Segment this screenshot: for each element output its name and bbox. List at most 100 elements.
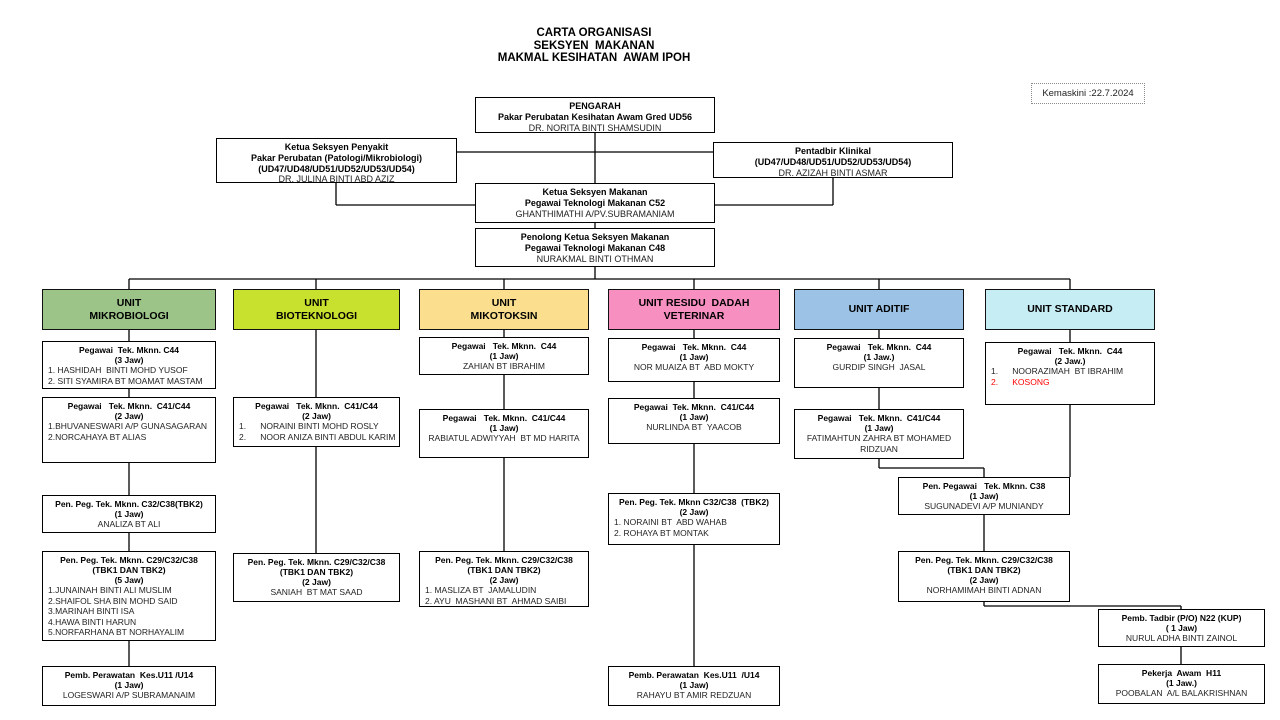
text-line: (1 Jaw) [679, 680, 709, 690]
text-line: UNIT [116, 296, 142, 309]
box-aditif-pegawai-c44: Pegawai Tek. Mknn. C44(1 Jaw.) GURDIP SI… [794, 338, 964, 388]
text-line: 1.BHUVANESWARI A/P GUNASAGARAN [48, 421, 208, 431]
text-line: NOR MUAIZA BT ABD MOKTY [633, 362, 755, 372]
text-line: (3 Jaw) [114, 355, 144, 365]
text-line: MAKMAL KESIHATAN AWAM IPOH [497, 52, 691, 64]
text-line: (2 Jaw) [679, 507, 709, 517]
text-line: 2.NORCAHAYA BT ALIAS [48, 431, 147, 442]
unit-header-aditif: UNIT ADITIF [794, 289, 964, 330]
box-pemb-tadbir: Pemb. Tadbir (P/O) N22 (KUP)( 1 Jaw) NUR… [1098, 609, 1265, 647]
box-head: Pekerja Awam H11(1 Jaw.) [1099, 668, 1264, 688]
text-line: Ketua Seksyen Penyakit [284, 142, 389, 152]
text-line: 1. HASHIDAH BINTI MOHD YUSOF [48, 365, 188, 375]
box-residu-pemb-perawatan: Pemb. Perawatan Kes.U11 /U14(1 Jaw) RAHA… [608, 666, 780, 706]
box-people: SUGUNADEVI A/P MUNIANDY [899, 501, 1069, 512]
text-line: 5.NORFARHANA BT NORHAYALIM [48, 627, 185, 637]
text-line: (TBK1 DAN TBK2) [467, 565, 541, 575]
box-people: ZAHIAN BT IBRAHIM [420, 361, 588, 372]
text-line: Pegawai Tek. Mknn. C44 [451, 341, 557, 351]
text-line: (1 Jaw) [864, 423, 894, 433]
unit-header-standard: UNIT STANDARD [985, 289, 1155, 330]
text-line: Pemb. Perawatan Kes.U11 /U14 [628, 670, 760, 680]
text-line: (2 Jaw) [969, 575, 999, 585]
text-line: Pakar Perubatan (Patologi/Mikrobiologi) [250, 152, 423, 163]
box-bio-pen-peg-c29-c32-c38: Pen. Peg. Tek. Mknn. C29/C32/C38(TBK1 DA… [233, 553, 400, 602]
box-people: NORHAMIMAH BINTI ADNAN [899, 585, 1069, 596]
text-line: Pegawai Tek. Mknn. C41/C44 [67, 401, 191, 411]
box-miko-pen-peg-c29-c32-c38: Pen. Peg. Tek. Mknn. C29/C32/C38(TBK1 DA… [419, 551, 589, 607]
box-people: NURLINDA BT YAACOB [609, 422, 779, 433]
text-line: 1. NORAINI BINTI MOHD ROSLY [239, 421, 379, 431]
text-line: Pen. Peg. Tek. Mknn. C29/C32/C38 [915, 555, 1053, 565]
text-line: Pakar Perubatan Kesihatan Awam Gred UD56 [497, 111, 693, 122]
text-line: VETERINAR [663, 309, 725, 322]
text-line: (UD47/UD48/UD51/UD52/UD53/UD54) [754, 156, 912, 167]
box-people: DR. JULINA BINTI ABD AZIZ [217, 174, 456, 185]
box-head: Pentadbir Klinikal(UD47/UD48/UD51/UD52/U… [714, 146, 952, 168]
text-line: Pegawai Tek. Mknn. C41/C44 [255, 401, 378, 411]
box-head: Pegawai Tek. Mknn. C41/C44(1 Jaw) [795, 413, 963, 433]
text-line: Pekerja Awam H11 [1141, 668, 1222, 678]
text-line: Pen. Peg. Tek. Mknn. C29/C32/C38 [435, 555, 573, 565]
text-line: (TBK1 DAN TBK2) [279, 567, 354, 577]
box-head: Pen. Peg. Tek. Mknn. C29/C32/C38(TBK1 DA… [234, 557, 399, 587]
text-line: FATIMAHTUN ZAHRA BT MOHAMED RIDZUAN [806, 433, 954, 454]
text-line: Pemb. Perawatan Kes.U11 /U14 [64, 670, 194, 680]
text-line: Pegawai Tek. Mknn. C44 [641, 342, 747, 352]
text-line: (UD47/UD48/UD51/UD52/UD53/UD54) [258, 163, 415, 174]
box-head: Pemb. Perawatan Kes.U11 /U14(1 Jaw) [43, 670, 215, 690]
box-residu-pegawai-c41-c44: Pegawai Tek. Mknn. C41/C44(1 Jaw) NURLIN… [608, 398, 780, 444]
text-line: (2 Jaw) [114, 411, 144, 421]
box-mikro-pegawai-c41-c44: Pegawai Tek. Mknn. C41/C44(2 Jaw) 1.BHUV… [42, 397, 216, 463]
text-line: Pegawai Tek. Mknn. C44 [826, 342, 932, 352]
box-residu-pegawai-c44: Pegawai Tek. Mknn. C44(1 Jaw) NOR MUAIZA… [608, 338, 780, 382]
text-line: (1 Jaw) [679, 412, 709, 422]
text-line: DR. NORITA BINTI SHAMSUDIN [528, 122, 662, 133]
text-line: RABIATUL ADWIYYAH BT MD HARITA [428, 433, 580, 443]
text-line: DR. JULINA BINTI ABD AZIZ [278, 174, 395, 185]
text-line: (2 Jaw) [302, 411, 331, 421]
text-line: 1. NORAINI BT ABD WAHAB [614, 517, 727, 527]
text-line: Pegawai Tek. Mknn. C44 [1017, 346, 1123, 356]
box-head: Pegawai Tek. Mknn. C41/C44(1 Jaw) [609, 402, 779, 422]
text-line: 2. ROHAYA BT MONTAK [614, 527, 709, 538]
text-line: CARTA ORGANISASI [536, 27, 652, 39]
text-line: 3.MARINAH BINTI ISA [48, 606, 135, 616]
box-head: Pegawai Tek. Mknn. C41/C44(2 Jaw) [234, 401, 399, 421]
box-head: Pen. Peg. Tek. Mknn. C32/C38(TBK2)(1 Jaw… [43, 499, 215, 519]
box-head: Pen. Peg. Tek. Mknn C32/C38 (TBK2)(2 Jaw… [609, 497, 779, 517]
text-line: POOBALAN A/L BALAKRISHNAN [1115, 688, 1248, 698]
text-line: GURDIP SINGH JASAL [832, 362, 926, 372]
box-people: GURDIP SINGH JASAL [795, 362, 963, 373]
text-line: GHANTHIMATHI A/PV.SUBRAMANIAM [515, 208, 675, 219]
box-mikro-pegawai-c44: Pegawai Tek. Mknn. C44(3 Jaw) 1. HASHIDA… [42, 341, 216, 389]
box-people: RAHAYU BT AMIR REDZUAN [609, 690, 779, 701]
text-line: Pen. Peg. Tek. Mknn. C29/C32/C38 [60, 555, 198, 565]
box-bio-pegawai-c41-c44: Pegawai Tek. Mknn. C41/C44(2 Jaw) 1. NOR… [233, 397, 400, 447]
text-line: Pegawai Tek. Mknn. C41/C44 [817, 413, 941, 423]
box-head: Pegawai Tek. Mknn. C44(3 Jaw) [43, 345, 215, 365]
box-standard-pegawai-c44: Pegawai Tek. Mknn. C44(2 Jaw.) 1. NOORAZ… [985, 342, 1155, 405]
text-line: 1. NOORAZIMAH BT IBRAHIM [991, 366, 1124, 376]
text-line: Pegawai Teknologi Makanan C52 [524, 197, 666, 208]
text-line: MIKOTOKSIN [470, 309, 538, 322]
box-head: Pegawai Tek. Mknn. C44(1 Jaw) [609, 342, 779, 362]
box-head: Pen. Peg. Tek. Mknn. C29/C32/C38(TBK1 DA… [43, 555, 215, 585]
box-head: Pemb. Perawatan Kes.U11 /U14(1 Jaw) [609, 670, 779, 690]
text-line: (2 Jaw) [489, 575, 519, 585]
box-people: FATIMAHTUN ZAHRA BT MOHAMED RIDZUAN [795, 433, 963, 454]
text-line: LOGESWARI A/P SUBRAMANAIM [62, 690, 196, 700]
box-mikro-pemb-perawatan: Pemb. Perawatan Kes.U11 /U14(1 Jaw) LOGE… [42, 666, 216, 706]
text-line: Pegawai Teknologi Makanan C48 [524, 242, 666, 253]
text-line: NORHAMIMAH BINTI ADNAN [926, 585, 1042, 595]
box-people: NURUL ADHA BINTI ZAINOL [1099, 633, 1264, 644]
